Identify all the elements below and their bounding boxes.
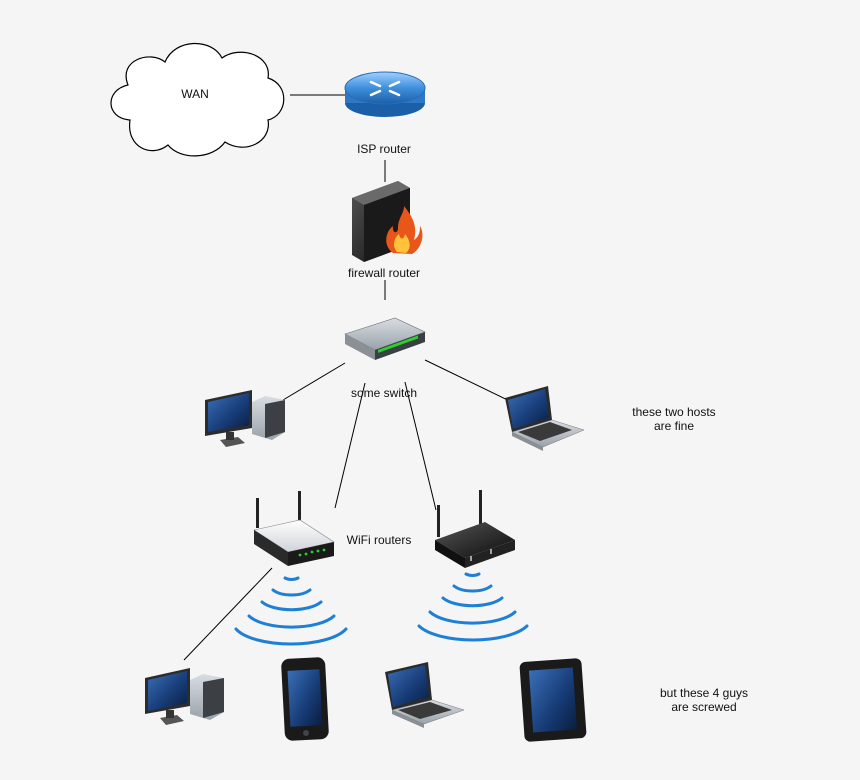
wan-label: WAN	[181, 87, 209, 101]
wifi-router-icon	[253, 491, 335, 566]
fine-note-line2: are fine	[653, 419, 695, 433]
link-switch-wifi2	[404, 381, 437, 511]
laptop-icon	[385, 662, 465, 728]
screwed-note-line1: but these 4 guys	[659, 686, 749, 700]
link-switch-desktop	[282, 362, 346, 401]
screwed-note-line2: are screwed	[671, 700, 737, 714]
wifi-router-icon	[435, 490, 515, 568]
tablet-icon	[519, 658, 587, 742]
link-wifi1-desktop	[183, 567, 273, 661]
desktop-icon	[145, 668, 224, 725]
switch-icon	[344, 317, 426, 360]
smartphone-icon	[281, 657, 329, 741]
laptop-icon	[505, 386, 585, 451]
firewall-icon	[352, 181, 423, 262]
desktop-icon	[205, 390, 285, 447]
link-switch-laptop	[424, 359, 519, 406]
link-switch-wifi1	[334, 382, 366, 509]
firewall-router-label: firewall router	[347, 266, 421, 280]
some-switch-label: some switch	[350, 386, 418, 400]
wifi-routers-label: WiFi routers	[346, 533, 412, 547]
fine-note-line1: these two hosts	[632, 405, 716, 419]
cloud-icon	[110, 42, 285, 157]
isp-router-label: ISP router	[357, 142, 411, 156]
wifi-signal-icon	[417, 572, 529, 642]
router-icon	[344, 71, 426, 117]
links	[183, 94, 519, 661]
wifi-signal-icon	[234, 576, 348, 646]
